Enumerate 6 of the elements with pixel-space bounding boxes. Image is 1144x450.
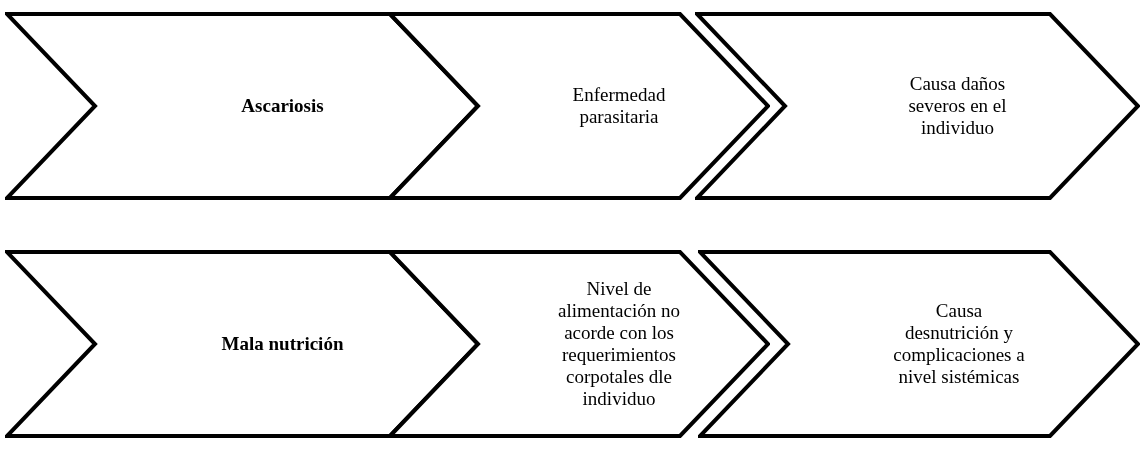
step-text: Enfermedad parasitaria (571, 84, 667, 128)
step-text: Ascariosis (240, 95, 325, 117)
step-text: Nivel de alimentación no acorde con los requerimientos corpotales dle individuo (557, 278, 681, 410)
step-text: Mala nutrición (220, 333, 345, 355)
step-text: Causa daños severos en el individuo (907, 73, 1008, 139)
step-text: Causa desnutrición y complicaciones a nivel sistémicas (892, 300, 1026, 388)
